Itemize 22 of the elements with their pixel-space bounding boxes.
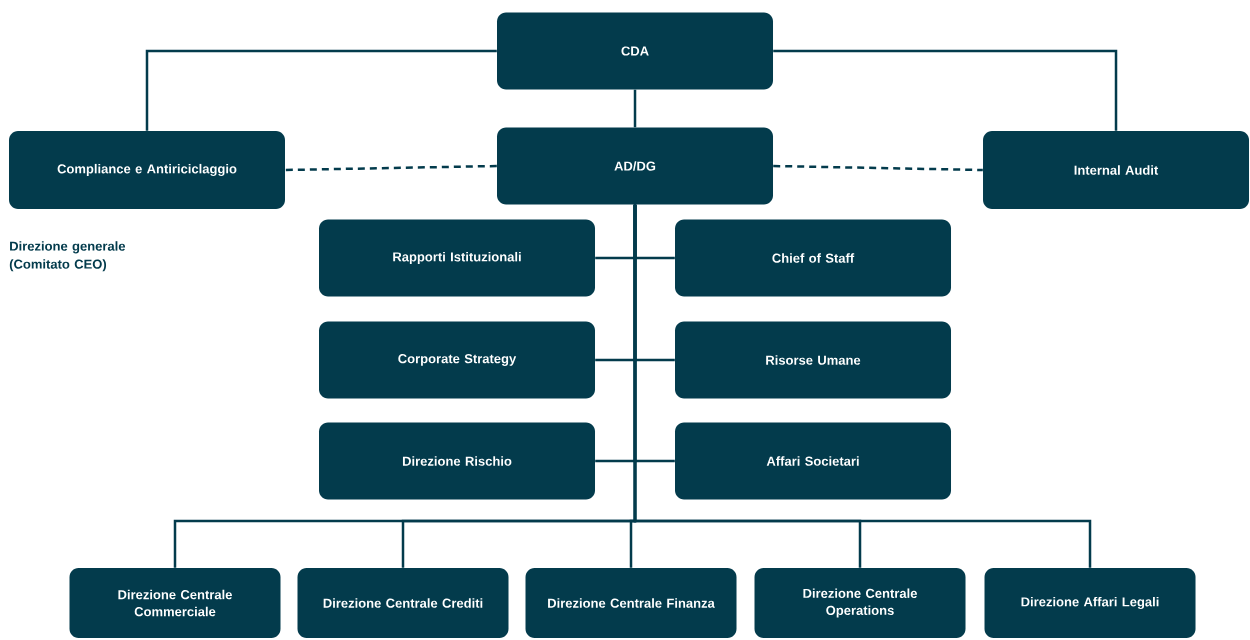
org-box: Affari Societari <box>675 422 951 500</box>
org-box: Rapporti Istituzionali <box>319 219 595 297</box>
org-box: Internal Audit <box>983 131 1249 209</box>
connector-line <box>633 204 1092 568</box>
org-box: Direzione Centrale Finanza <box>525 568 737 638</box>
org-box: Direzione Rischio <box>319 422 595 500</box>
org-box: AD/DG <box>497 127 773 205</box>
org-box: CDA <box>497 12 773 90</box>
org-box: Direzione Centrale Crediti <box>297 568 509 638</box>
connector-line <box>773 164 983 172</box>
connector-line <box>773 49 1118 131</box>
section-label: Direzione generale (Comitato CEO) <box>9 241 126 272</box>
connector-line <box>285 164 497 172</box>
connector-line <box>145 49 497 131</box>
org-box: Chief of Staff <box>675 219 951 297</box>
org-box: Direzione Affari Legali <box>984 568 1196 638</box>
org-box: Direzione Centrale Operations <box>754 568 966 638</box>
org-box: Risorse Umane <box>675 321 951 399</box>
connector-line <box>633 89 637 128</box>
org-box: Compliance e Antiriciclaggio <box>9 131 285 209</box>
org-box: Corporate Strategy <box>319 321 595 399</box>
org-box: Direzione Centrale Commerciale <box>69 568 281 638</box>
